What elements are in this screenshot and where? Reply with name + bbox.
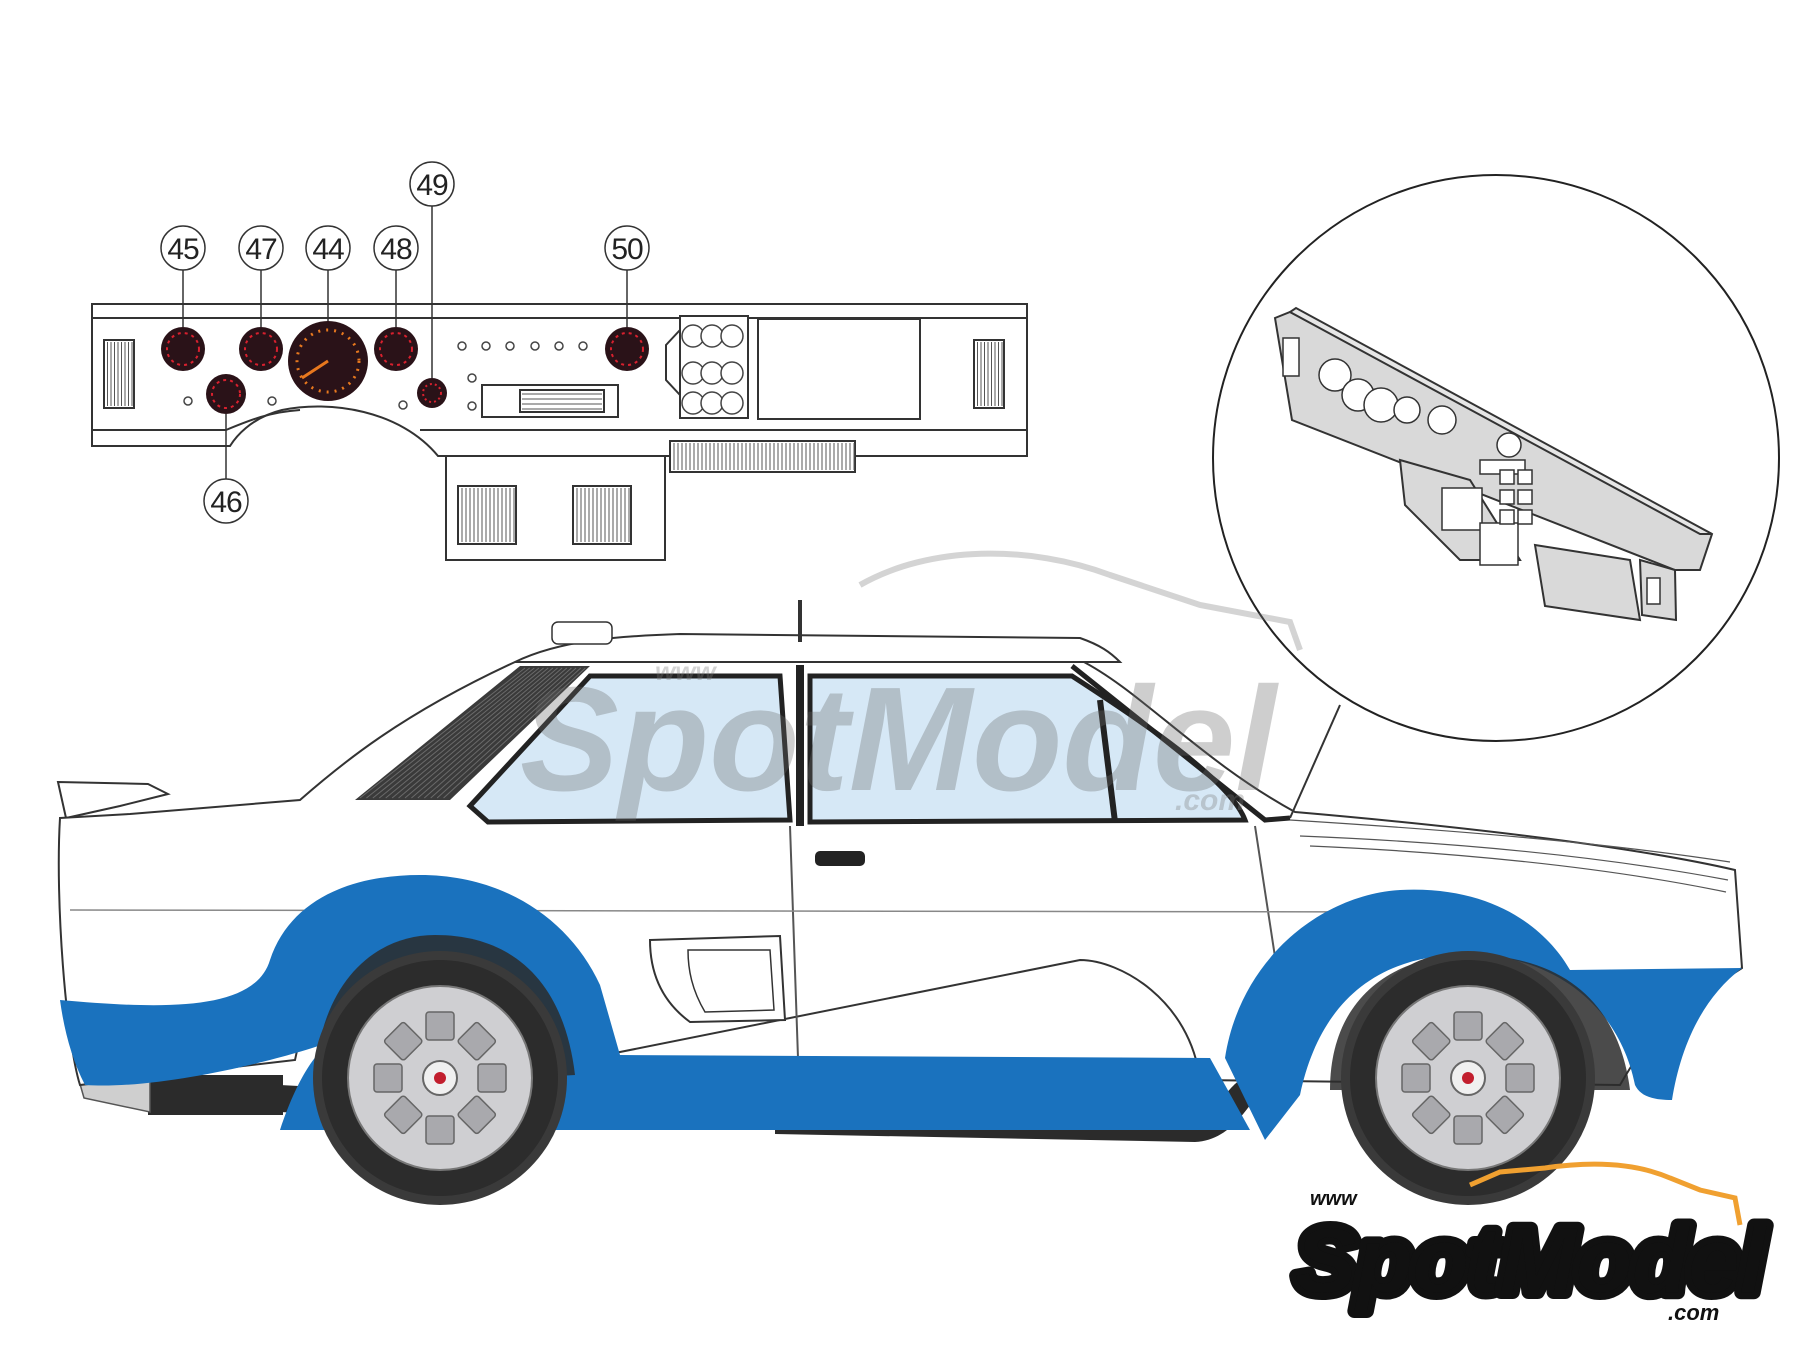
watermark-brand: SpotModel: [520, 657, 1279, 822]
wheel-spoke: [1411, 1095, 1451, 1135]
slat-line: [391, 667, 549, 799]
vent-slats: [107, 342, 1003, 542]
vent-window-divider: [1097, 699, 1118, 823]
wheel-spoke: [1485, 1095, 1525, 1135]
slat-line: [378, 667, 540, 799]
slat-line: [404, 667, 558, 799]
slat-line: [417, 667, 568, 799]
door-handle: [815, 851, 865, 866]
windscreen-edge: [1070, 664, 1291, 823]
wheel-spoke: [1401, 1063, 1431, 1093]
rear-spoiler: [56, 780, 171, 820]
wheel-spoke: [457, 1095, 497, 1135]
body-crease: [69, 909, 1421, 913]
callout-46-label: 46: [210, 486, 242, 519]
gauge-44-speedometer: [288, 321, 368, 401]
callout-44-label: 44: [312, 233, 344, 266]
slat-line: [372, 667, 535, 799]
bonnet-lines: [1289, 819, 1731, 893]
watermark-prefix: www: [655, 656, 717, 686]
car-side-view: [56, 600, 1744, 1205]
callout-48: 48: [373, 225, 419, 271]
wheel-spoke: [1485, 1021, 1525, 1061]
watermark: www SpotModel .com: [520, 550, 1303, 822]
gauge-48: [374, 327, 418, 371]
slat-line: [436, 667, 582, 799]
callout-47-label: 47: [245, 233, 277, 266]
slat-line: [359, 667, 526, 799]
roof-light-pod: [551, 621, 613, 645]
wheel-spoke: [477, 1063, 507, 1093]
logo-car-outline: [1469, 1161, 1743, 1226]
slat-line: [411, 667, 563, 799]
callout-49-label: 49: [416, 169, 448, 202]
gauge-50: [605, 327, 649, 371]
wheel-spoke: [457, 1021, 497, 1061]
wheel-spoke: [1411, 1021, 1451, 1061]
slat-line: [398, 667, 554, 799]
logo-brand: SpotModel: [1295, 1210, 1768, 1312]
dashboard-detail-magnifier: [1212, 174, 1780, 819]
callout-47: 47: [238, 225, 284, 271]
gauge-49: [417, 378, 447, 408]
callout-45: 45: [160, 225, 206, 271]
slat-line: [366, 667, 530, 799]
wheel-spoke: [1453, 1115, 1483, 1145]
slat-line: [385, 667, 544, 799]
watermark-suffix: .com: [1175, 784, 1245, 817]
wheel-spoke: [373, 1063, 403, 1093]
car-roof: [514, 632, 1123, 663]
callout-leaders: [182, 206, 628, 479]
callout-50-label: 50: [611, 233, 643, 266]
front-wheel: [1341, 951, 1595, 1205]
rear-side-window: [466, 673, 793, 825]
callout-44: 44: [305, 225, 351, 271]
spotmodel-logo: www SpotModel SpotModel .com: [1288, 1161, 1775, 1325]
gauge-46: [206, 374, 246, 414]
wheel-spoke: [425, 1011, 455, 1041]
wheel-spoke: [383, 1021, 423, 1061]
callout-50: 50: [604, 225, 650, 271]
gauge-47: [239, 327, 283, 371]
callout-48-label: 48: [380, 233, 412, 266]
wheel-spoke: [425, 1115, 455, 1145]
callout-46: 46: [203, 478, 249, 524]
wheel-spoke: [1453, 1011, 1483, 1041]
wheel-spoke: [383, 1095, 423, 1135]
rear-wheel: [313, 951, 567, 1205]
dashboard-switches: [183, 324, 744, 415]
slat-line: [430, 667, 577, 799]
logo-brand-outline: SpotModel: [1295, 1210, 1768, 1312]
slat-line: [443, 667, 586, 799]
callout-45-label: 45: [167, 233, 199, 266]
gauge-45: [161, 327, 205, 371]
logo-suffix: .com: [1668, 1300, 1719, 1325]
wheel-spoke: [1505, 1063, 1535, 1093]
slat-line: [423, 667, 572, 799]
logo-prefix: www: [1310, 1188, 1358, 1210]
callout-49: 49: [409, 161, 455, 207]
